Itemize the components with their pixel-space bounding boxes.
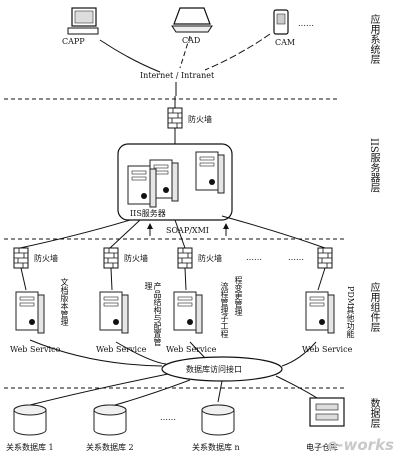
web-service-server-1-icon — [15, 291, 45, 334]
iis-server-label: IIS服务器 — [130, 208, 166, 218]
link-ws4-db — [281, 341, 317, 367]
client-capp: CAPP — [62, 7, 99, 46]
firewall-icon — [317, 247, 333, 269]
warehouse-icon — [309, 397, 345, 427]
component-firewall-3: 防火墙 — [177, 247, 222, 269]
web-service-server-4-icon — [305, 291, 335, 334]
component-firewall-1: 防火墙 — [13, 247, 58, 269]
firewall-icon — [13, 247, 29, 269]
database-1-label: 关系数据库 1 — [6, 442, 54, 452]
firewall-1-label: 防火墙 — [34, 253, 58, 263]
capp-network-link — [99, 39, 161, 73]
database-n-label: 关系数据库 n — [192, 442, 240, 452]
layer-label-iis: IIS服务器层 — [368, 138, 379, 193]
cad-network-link — [179, 35, 191, 69]
layer-label-component: 应用组件层 — [368, 282, 379, 332]
firewall-2-label: 防火墙 — [124, 253, 148, 263]
database-2-icon — [93, 404, 127, 436]
top-firewall-label: 防火墙 — [188, 114, 212, 124]
component-firewall-ellipsis: …… — [246, 253, 262, 262]
web-service-server-3-icon — [173, 291, 203, 334]
database-1-icon — [13, 404, 47, 436]
link-ws3-db — [189, 341, 206, 359]
laptop-icon — [173, 7, 211, 25]
link-fw1-s1 — [20, 267, 27, 291]
fanout-1 — [19, 219, 131, 249]
cam-label: CAM — [275, 38, 295, 47]
link-fw2-s2 — [110, 267, 113, 291]
web-service-3-label: Web Service — [166, 345, 217, 354]
fanout-2 — [109, 219, 141, 249]
module-process-management: 流程管理子工程 — [220, 282, 229, 338]
internet-label: Internet / Intranet — [140, 71, 215, 80]
link-ws2-db — [115, 341, 167, 365]
client-cad: CAD — [171, 7, 213, 45]
layer-label-app: 应用系统层 — [368, 14, 379, 64]
link-fw3-s3 — [184, 267, 187, 291]
link-fw4-s4 — [317, 267, 326, 291]
fanout-4 — [221, 215, 326, 249]
component-firewall-ellipsis-2: …… — [288, 253, 304, 262]
component-firewall-4 — [317, 247, 333, 269]
top-firewall-icon — [167, 107, 183, 129]
component-firewall-2: 防火墙 — [103, 247, 148, 269]
web-service-2-label: Web Service — [96, 345, 147, 354]
fanout-3 — [174, 219, 186, 249]
cam-network-link — [204, 33, 271, 71]
module-pdm-other: PDM其他功能 — [346, 286, 355, 338]
databases-ellipsis: …… — [160, 413, 176, 422]
client-cam: CAM — [273, 9, 295, 47]
warehouse-label: 电子仓库 — [306, 442, 338, 452]
web-service-server-2-icon — [99, 291, 129, 334]
link-db-1 — [29, 373, 169, 406]
layer-label-data: 数据层 — [368, 398, 379, 428]
database-2-label: 关系数据库 2 — [86, 442, 134, 452]
link-db-n — [217, 380, 223, 403]
firewall-3-label: 防火墙 — [198, 253, 222, 263]
web-service-1-label: Web Service — [10, 345, 61, 354]
clients-ellipsis: …… — [298, 19, 314, 28]
watermark-logo: e-works — [327, 436, 394, 454]
module-change-management: 程变更管理 — [234, 276, 243, 316]
link-ws1-db — [29, 339, 163, 367]
firewall-icon — [177, 247, 193, 269]
web-service-4-label: Web Service — [302, 345, 353, 354]
module-product-structure: 产品结构与配置管理 — [144, 282, 162, 346]
soap-label: SOAP/XMI — [166, 226, 209, 235]
link-db-2 — [114, 379, 191, 406]
database-n-icon — [201, 404, 235, 436]
capp-label: CAPP — [62, 37, 85, 46]
module-doc-version: 文档版本管理 — [60, 278, 69, 326]
cad-label: CAD — [182, 36, 200, 45]
firewall-icon — [103, 247, 119, 269]
db-interface-label: 数据库访问接口 — [186, 364, 242, 374]
